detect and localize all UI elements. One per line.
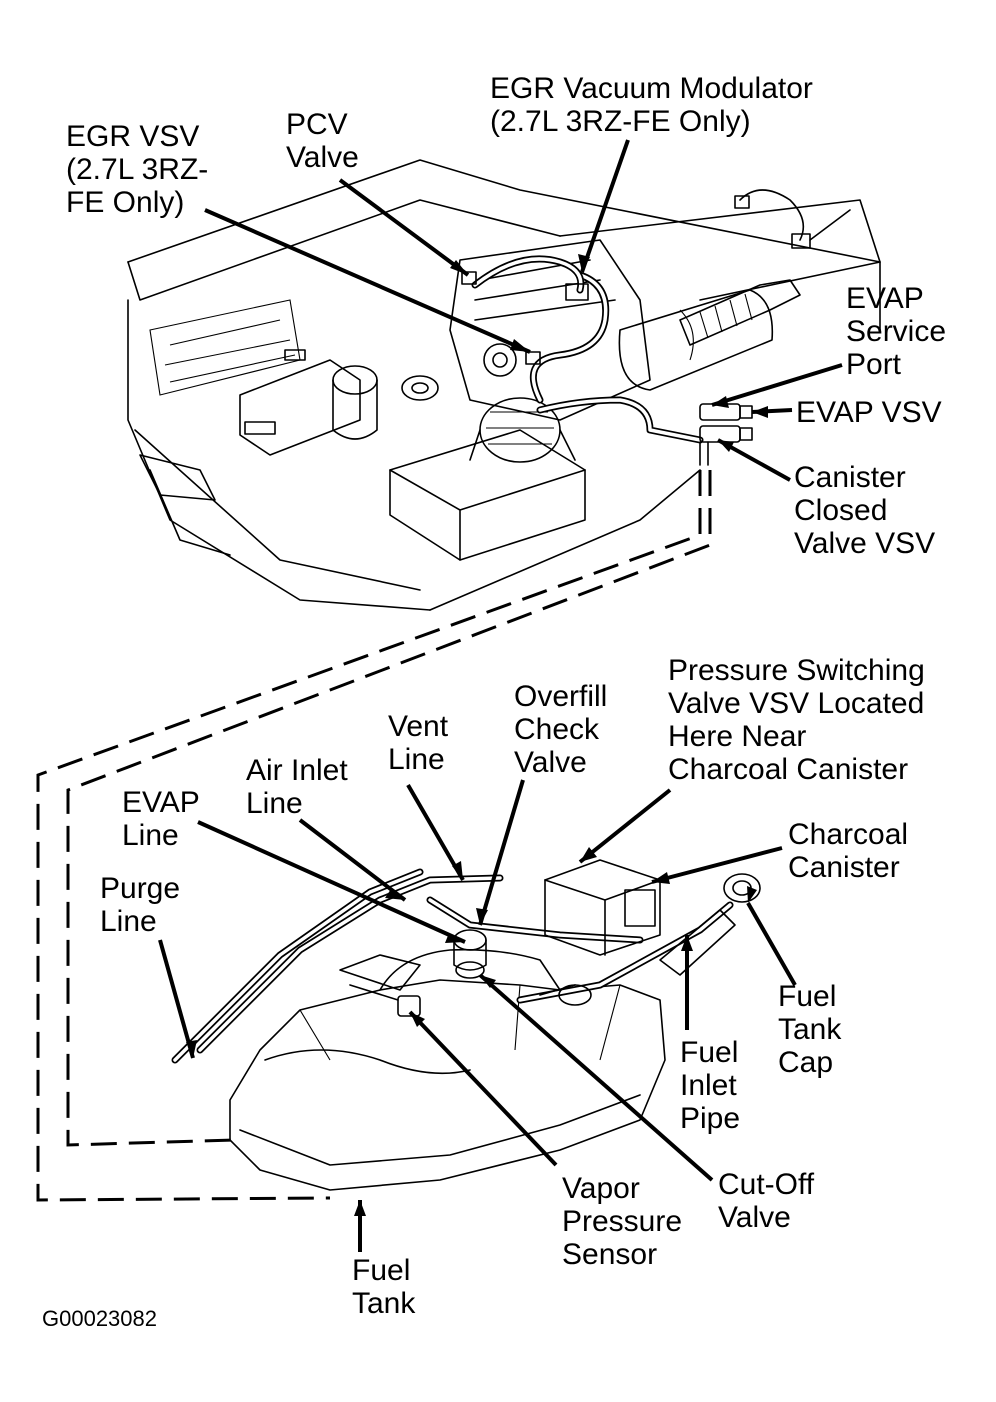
label-cut-off-valve: Cut-Off Valve: [718, 1168, 815, 1234]
engine-compartment-drawing: [127, 159, 881, 611]
label-charcoal-canister: Charcoal Canister: [788, 818, 909, 884]
leader-pcv-valve: [338, 178, 470, 277]
label-air-inlet-line: Air Inlet Line: [246, 754, 348, 820]
label-overfill-check-valve: Overfill Check Valve: [514, 680, 608, 779]
leader-evap-line: [197, 820, 466, 944]
leader-fuel-tank-cap: [746, 902, 797, 986]
leader-charcoal-canister: [651, 846, 783, 884]
leader-vapor-pressure-sensor: [408, 1010, 558, 1167]
leader-evap-service-port: [711, 363, 843, 407]
connector-dashed-lines: [36, 470, 712, 1202]
fuel-tank-drawing: [171, 859, 761, 1191]
leader-pressure-switching: [578, 788, 672, 864]
leader-cut-off-valve: [478, 973, 714, 1182]
leader-arrows: [158, 139, 843, 1252]
figure-id: G00023082: [42, 1306, 157, 1331]
label-pcv-valve: PCV Valve: [286, 108, 359, 174]
leader-egr-vacuum-modulator: [580, 139, 630, 273]
label-vapor-pressure-sensor: Vapor Pressure Sensor: [562, 1172, 683, 1271]
label-fuel-tank-cap: Fuel Tank Cap: [778, 980, 842, 1079]
label-fuel-tank: Fuel Tank: [352, 1254, 416, 1320]
label-egr-vacuum-modulator: EGR Vacuum Modulator (2.7L 3RZ-FE Only): [490, 72, 813, 138]
label-evap-vsv: EVAP VSV: [796, 396, 942, 429]
leader-overfill-check: [478, 779, 525, 926]
leader-air-inlet: [298, 818, 407, 902]
label-vent-line: Vent Line: [388, 710, 449, 776]
label-egr-vsv: EGR VSV (2.7L 3RZ- FE Only): [66, 120, 209, 219]
label-evap-line: EVAP Line: [122, 786, 200, 852]
label-fuel-inlet-pipe: Fuel Inlet Pipe: [680, 1036, 741, 1135]
leader-egr-vsv: [204, 208, 531, 354]
label-canister-closed-valve-vsv: Canister Closed Valve VSV: [794, 461, 936, 560]
leader-vent-line: [406, 783, 465, 882]
leader-purge-line: [158, 939, 195, 1059]
label-evap-service-port: EVAP Service Port: [846, 282, 947, 381]
label-pressure-switching-valve: Pressure Switching Valve VSV Located Her…: [668, 654, 925, 786]
label-purge-line: Purge Line: [100, 872, 181, 938]
